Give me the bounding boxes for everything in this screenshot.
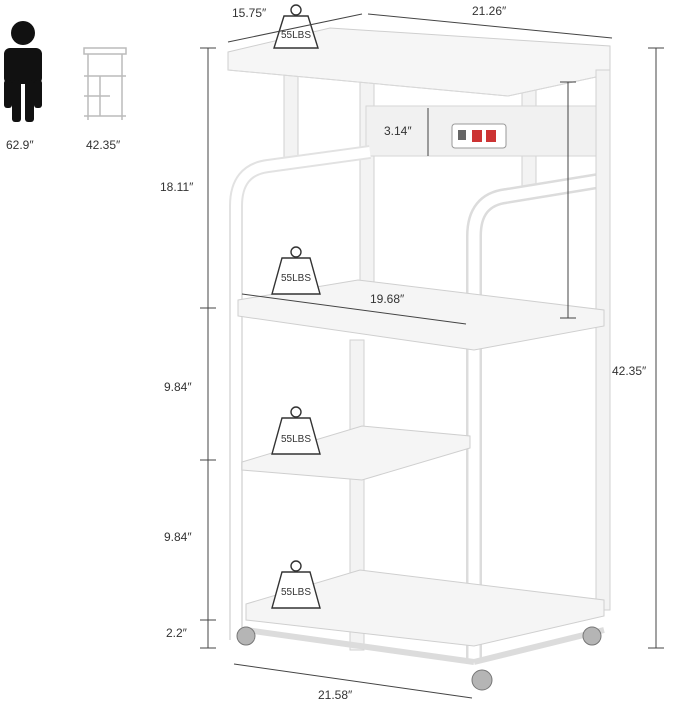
- cart-frame: [227, 27, 611, 665]
- person-silhouette-icon: [4, 21, 42, 122]
- depth-dimension-label: 15.75″: [232, 6, 267, 20]
- total-height-dimension-label: 42.35″: [612, 364, 647, 378]
- load-label: 55LBS: [281, 587, 311, 598]
- top-width-dimension-label: 21.26″: [472, 4, 507, 18]
- upper-section-dimension-label: 18.11″: [160, 180, 194, 194]
- weight-tag-icon: [271, 4, 321, 609]
- small-shelf: [241, 425, 471, 481]
- cart-height-reference-label: 42.35″: [86, 138, 121, 152]
- load-label: 55LBS: [281, 30, 311, 41]
- bottom-shelf: [245, 569, 605, 647]
- base-width-dimension-label: 21.58″: [318, 688, 353, 702]
- shelf-width-dimension-label: 19.68″: [370, 292, 405, 306]
- mini-cart-icon: [83, 47, 127, 120]
- caster-wheel-icon: [236, 626, 602, 691]
- lower-gap-dimension-label: 9.84″: [164, 530, 192, 544]
- outlet-strip-dimension-label: 3.14″: [384, 124, 412, 138]
- middle-shelf: [237, 279, 605, 351]
- caster-height-dimension-label: 2.2″: [166, 626, 187, 640]
- middle-gap-dimension-label: 9.84″: [164, 380, 192, 394]
- load-label: 55LBS: [281, 273, 311, 284]
- person-height-label: 62.9″: [6, 138, 34, 152]
- dimension-lines: [200, 13, 664, 699]
- load-label: 55LBS: [281, 434, 311, 445]
